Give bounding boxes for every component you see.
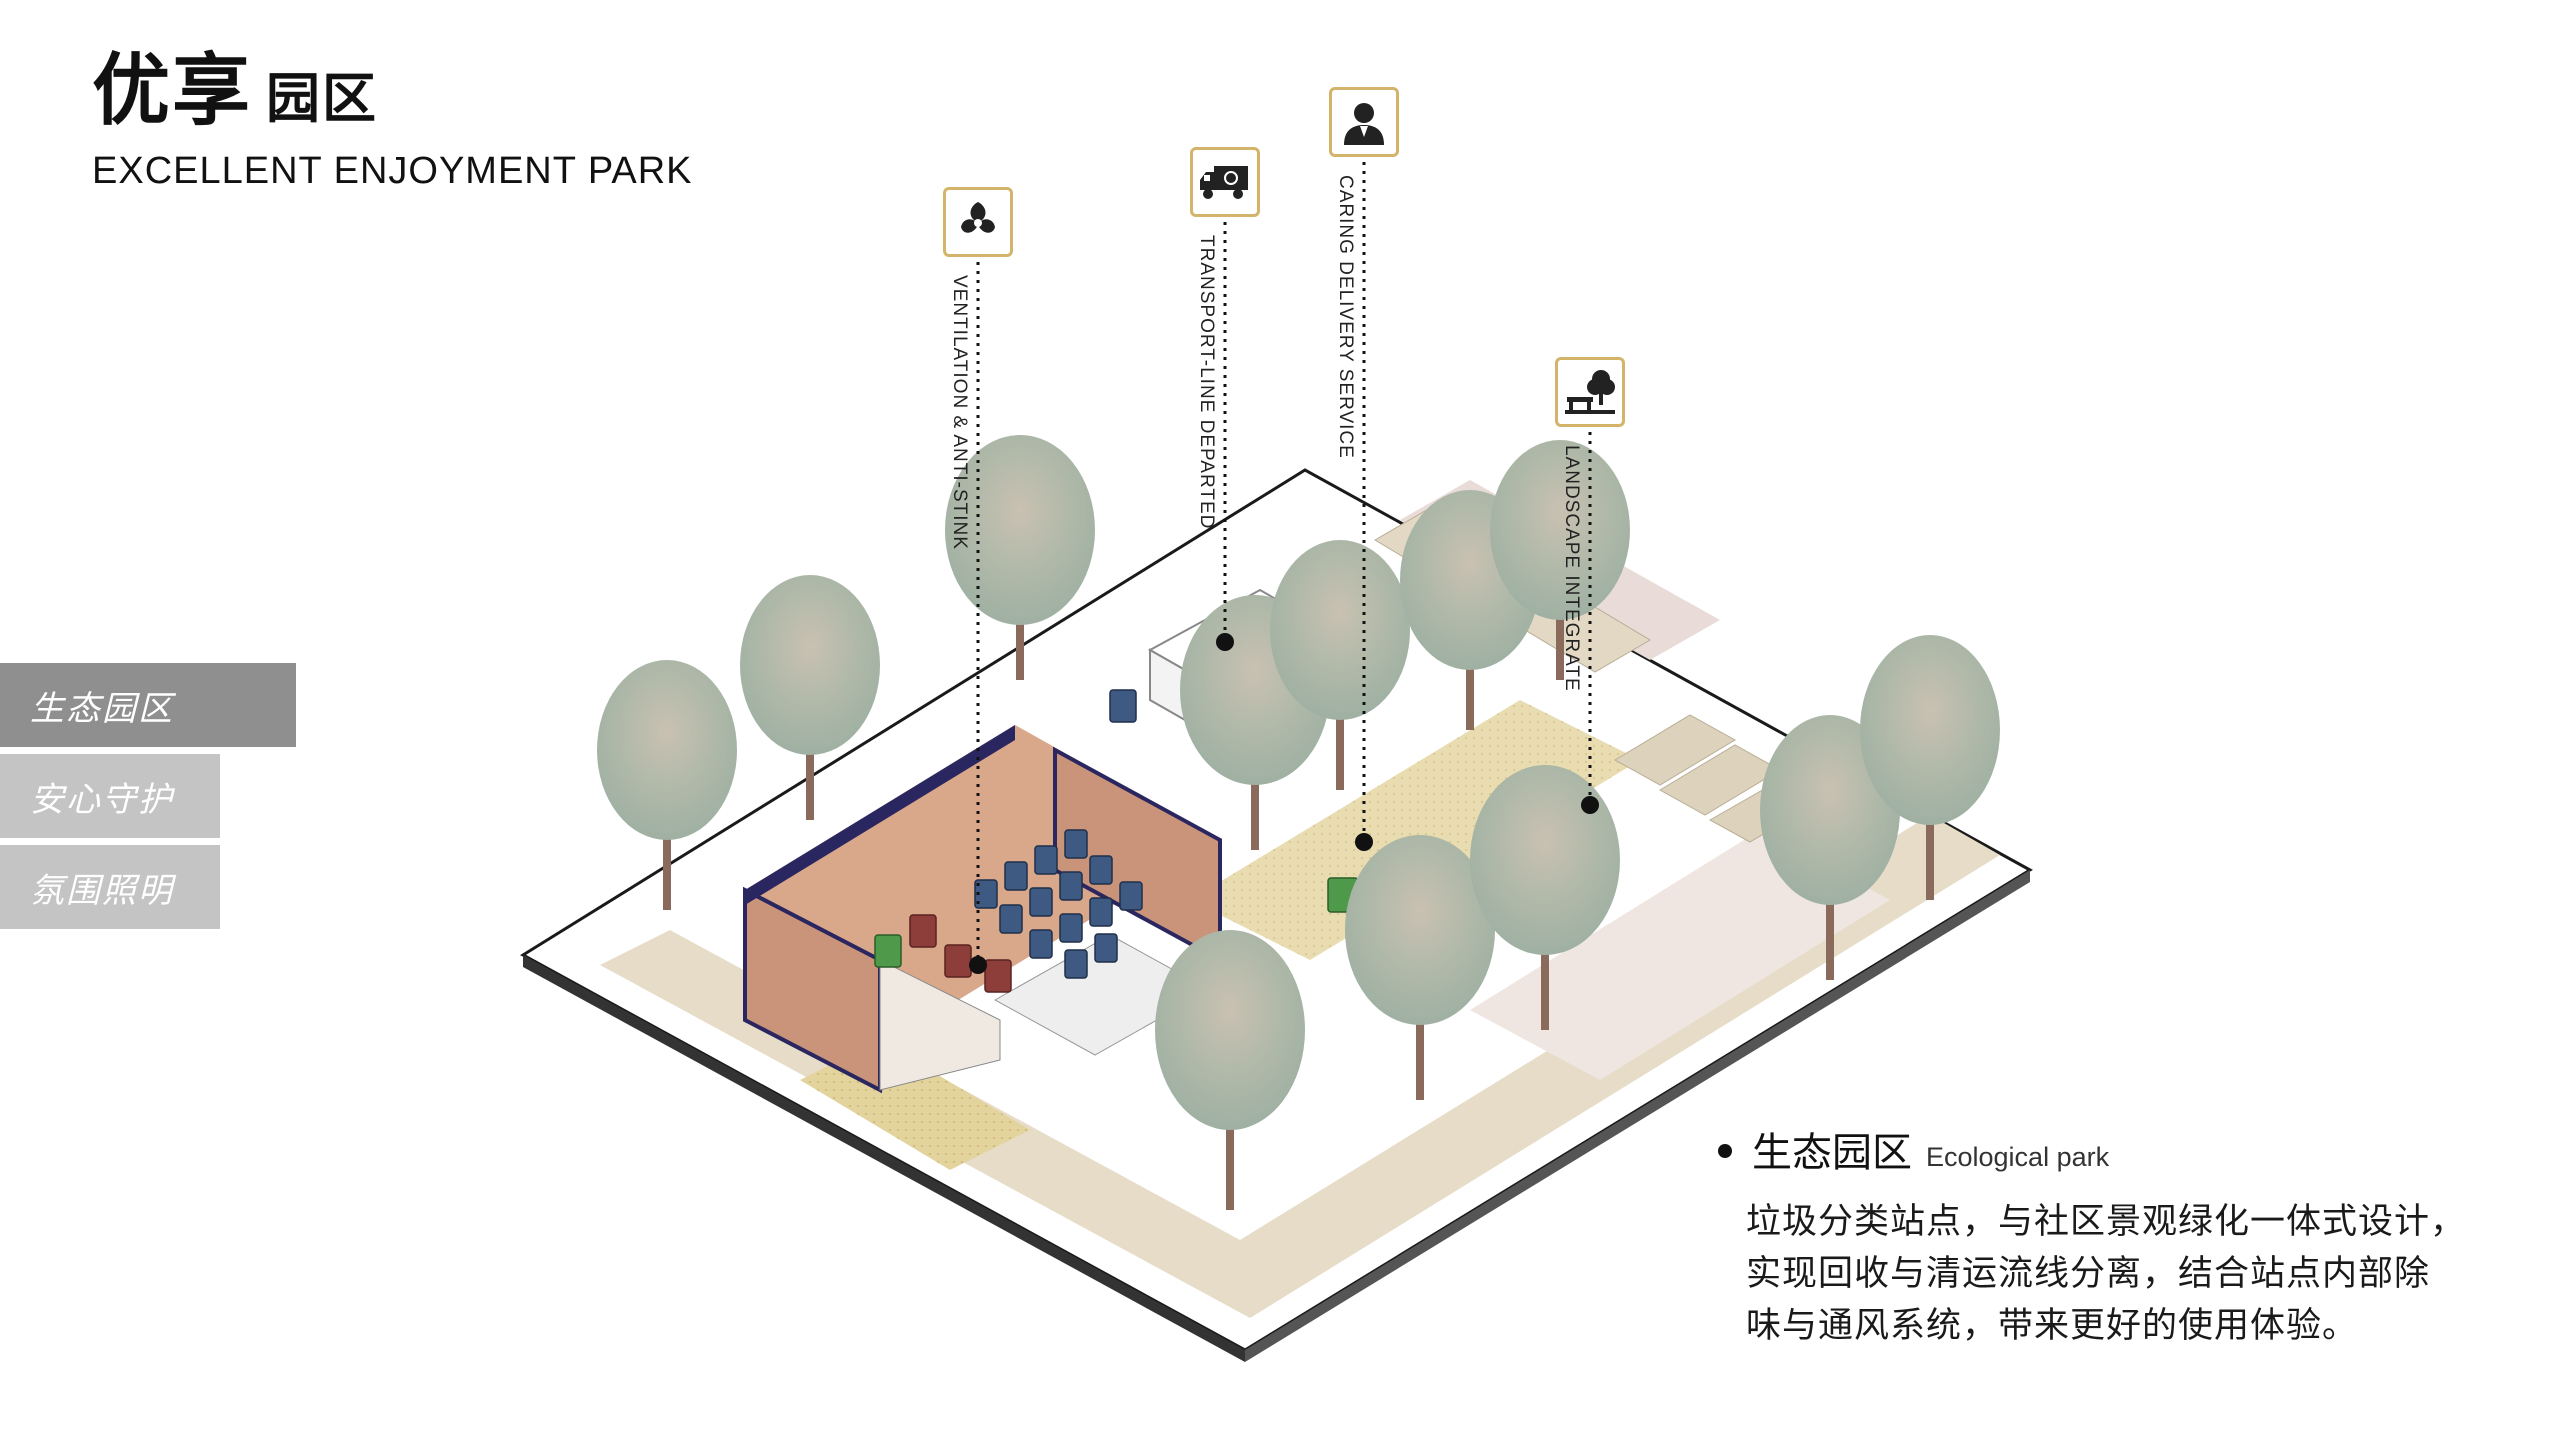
waste-bins bbox=[874, 689, 1359, 993]
tree bbox=[740, 575, 880, 820]
callout-dot bbox=[969, 956, 987, 974]
description-title-en: Ecological park bbox=[1926, 1142, 2110, 1172]
description-line: 垃圾分类站点，与社区景观绿化一体式设计， bbox=[1746, 1202, 2467, 1242]
tree bbox=[1860, 635, 2000, 900]
nav-item-label: 生态园区 bbox=[30, 688, 174, 729]
leaves-icon bbox=[943, 187, 1013, 257]
description-line: 味与通风系统，带来更好的使用体验。 bbox=[1746, 1306, 2359, 1346]
callout-label-delivery: CARING DELIVERY SERVICE bbox=[1335, 175, 1356, 459]
nav-item-label: 安心守护 bbox=[30, 779, 174, 820]
page-title-block: 优享园区 EXCELLENT ENJOYMENT PARK bbox=[92, 52, 693, 193]
description-line: 实现回收与清运流线分离，结合站点内部除 bbox=[1746, 1254, 2431, 1294]
callout-label-transport: TRANSPORT-LINE DEPARTED bbox=[1196, 235, 1217, 530]
plaza-paving-east bbox=[1470, 830, 1890, 1080]
side-nav: 生态园区 安心守护 氛围照明 bbox=[0, 663, 296, 936]
station-roof-edge bbox=[745, 725, 1015, 905]
description-heading: 生态园区 Ecological park bbox=[1718, 1120, 2466, 1178]
tree bbox=[945, 435, 1095, 680]
callout-leaders bbox=[976, 162, 1592, 965]
trees bbox=[597, 435, 2000, 1210]
tree bbox=[1490, 440, 1630, 680]
nav-item-ecological-park[interactable]: 生态园区 bbox=[0, 663, 296, 747]
recycle-station bbox=[743, 725, 1222, 1094]
nav-item-label: 氛围照明 bbox=[30, 870, 174, 911]
page-title: 优享园区 bbox=[92, 52, 693, 130]
tree bbox=[1345, 835, 1495, 1100]
tree bbox=[1270, 540, 1410, 790]
callout-label-landscape: LANDSCAPE INTEGRATE bbox=[1561, 445, 1582, 692]
callout-dot bbox=[1216, 633, 1234, 651]
callout-label-ventilation: VENTILATION & ANTI-STINK bbox=[949, 275, 970, 550]
tree-bench-icon bbox=[1555, 357, 1625, 427]
callout-dot bbox=[1581, 796, 1599, 814]
tree bbox=[1470, 765, 1620, 1030]
recycle-truck-icon bbox=[1190, 147, 1260, 217]
tree bbox=[597, 660, 737, 910]
description-title: 生态园区 bbox=[1752, 1130, 1912, 1176]
description-block: 生态园区 Ecological park 垃圾分类站点，与社区景观绿化一体式设计… bbox=[1718, 1120, 2466, 1352]
description-body: 垃圾分类站点，与社区景观绿化一体式设计， 实现回收与清运流线分离，结合站点内部除… bbox=[1746, 1196, 2466, 1352]
title-main-text: 优享 bbox=[92, 46, 253, 136]
bullet-icon bbox=[1718, 1144, 1732, 1158]
nav-item-lighting[interactable]: 氛围照明 bbox=[0, 845, 220, 929]
worker-icon bbox=[1329, 87, 1399, 157]
callout-dots bbox=[969, 633, 1599, 974]
page-subtitle-en: EXCELLENT ENJOYMENT PARK bbox=[92, 150, 693, 192]
tree bbox=[1155, 930, 1305, 1210]
title-sub-text: 园区 bbox=[266, 67, 379, 130]
callout-dot bbox=[1355, 833, 1373, 851]
nav-item-safety[interactable]: 安心守护 bbox=[0, 754, 220, 838]
tactile-path bbox=[1190, 700, 1640, 960]
